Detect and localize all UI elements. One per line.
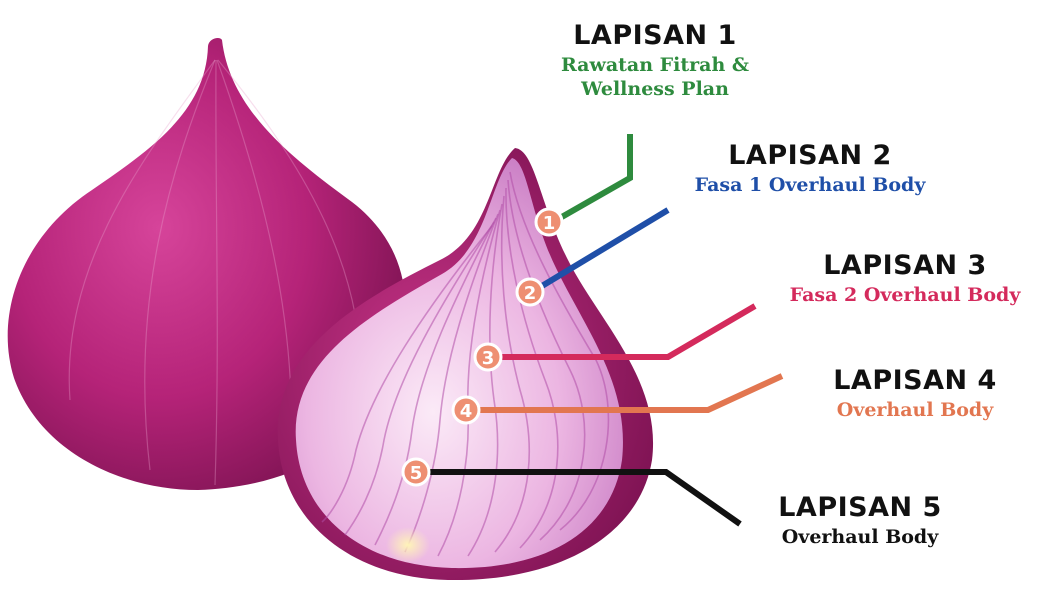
badge-2: 2 [515,277,545,307]
badge-4-number: 4 [460,401,473,422]
badge-5-number: 5 [410,463,423,484]
layer-4-description: Overhaul Body [836,399,994,421]
layer-5-description: Overhaul Body [781,526,939,548]
layer-4-label: LAPISAN 4 Overhaul Body [800,365,1030,422]
badge-1-number: 1 [543,213,556,234]
leader-line-1 [551,134,633,225]
layer-4-title: LAPISAN 4 [833,365,997,396]
leader-line-3 [490,303,757,360]
leader-line-2 [530,207,670,295]
layer-1-title: LAPISAN 1 [573,20,737,51]
layer-1-description: Rawatan Fitrah & Wellness Plan [560,54,750,100]
whole-onion-veins [68,59,362,486]
layer-3-label: LAPISAN 3 Fasa 2 Overhaul Body [770,250,1040,307]
badge-2-number: 2 [524,283,537,304]
onion-core-glow [386,527,430,563]
layer-5-title: LAPISAN 5 [778,492,942,523]
layer-3-title: LAPISAN 3 [823,250,987,281]
badge-3-number: 3 [482,348,495,369]
layer-1-label: LAPISAN 1 Rawatan Fitrah & Wellness Plan [520,20,790,101]
onion-rings [321,171,610,557]
badge-4: 4 [451,395,481,425]
badge-3: 3 [473,342,503,372]
layer-2-label: LAPISAN 2 Fasa 1 Overhaul Body [660,140,960,197]
leader-line-5 [418,469,742,527]
layer-3-description: Fasa 2 Overhaul Body [789,284,1021,306]
leader-line-4 [468,373,784,413]
badge-1: 1 [534,207,564,237]
layer-2-description: Fasa 1 Overhaul Body [694,174,926,196]
layer-2-title: LAPISAN 2 [728,140,892,171]
layer-5-label: LAPISAN 5 Overhaul Body [745,492,975,549]
badge-5: 5 [401,457,431,487]
